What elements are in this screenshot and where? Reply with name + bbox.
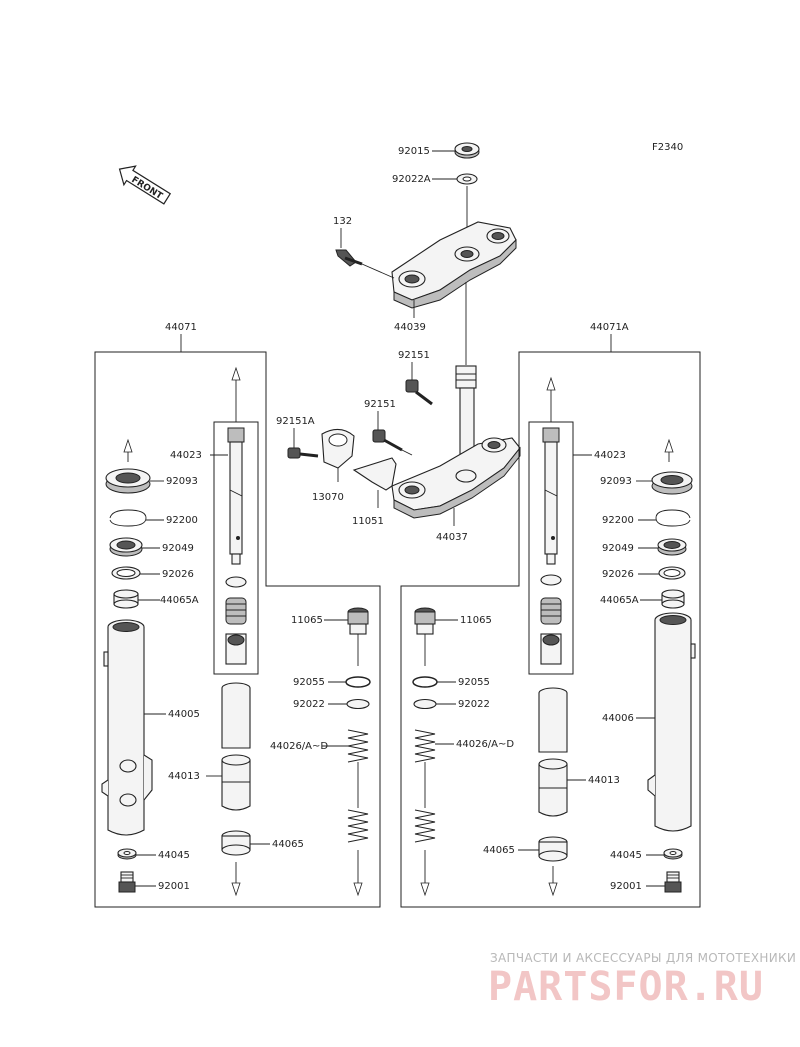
label-44005: 44005 <box>168 709 200 720</box>
upper-bracket-44039 <box>391 221 517 309</box>
label-11051: 11051 <box>352 516 384 527</box>
inner-tube-44013-right <box>538 687 568 817</box>
bolt-132 <box>335 228 395 279</box>
label-44013-right: 44013 <box>588 775 620 786</box>
frame-left-fork <box>94 351 381 908</box>
circlip-92200-left <box>109 509 147 527</box>
label-92015: 92015 <box>398 146 430 157</box>
front-arrow-icon: FRONT <box>118 165 172 205</box>
outer-tube-44006 <box>647 612 696 832</box>
cap-11065-right <box>414 607 436 666</box>
washer-92022-right <box>413 698 437 710</box>
label-44026-right: 44026/A~D <box>456 739 514 750</box>
washer-44045-left <box>117 848 137 860</box>
spring-guide-left <box>225 576 247 665</box>
label-92001-right: 92001 <box>610 881 642 892</box>
bolt-92001-right <box>664 871 682 893</box>
label-92055-left: 92055 <box>293 677 325 688</box>
label-92093-right: 92093 <box>600 476 632 487</box>
label-92001-left: 92001 <box>158 881 190 892</box>
oil-seal-92049-left <box>109 537 143 557</box>
watermark-logo: PARTSFOR.RU <box>488 964 764 1010</box>
label-44006: 44006 <box>602 713 634 724</box>
label-44045-left: 44045 <box>158 850 190 861</box>
label-44026-left: 44026/A~D <box>270 741 328 752</box>
outer-tube-44005 <box>101 619 153 836</box>
label-44065-right: 44065 <box>483 845 515 856</box>
clamp-13070 <box>321 428 355 469</box>
label-92026-right: 92026 <box>602 569 634 580</box>
label-92151A: 92151A <box>276 416 315 427</box>
label-132: 132 <box>333 216 352 227</box>
o-ring-92055-left <box>345 676 371 688</box>
label-44013-left: 44013 <box>168 771 200 782</box>
label-92151-top: 92151 <box>398 350 430 361</box>
piston-rod-44023-left <box>227 427 245 565</box>
label-44071: 44071 <box>165 322 197 333</box>
bushing-44065-left <box>221 830 251 856</box>
label-44065A-left: 44065A <box>160 595 199 606</box>
label-92151-mid: 92151 <box>364 399 396 410</box>
oil-seal-92049-right <box>657 538 687 556</box>
circlip-92200-right <box>655 509 691 527</box>
label-92200-left: 92200 <box>166 515 198 526</box>
label-92049-right: 92049 <box>602 543 634 554</box>
piston-rod-44023-right <box>542 427 560 565</box>
inner-tube-44013-left <box>221 682 251 811</box>
spring-guide-right <box>540 574 562 665</box>
bolt-92151-mid <box>372 429 413 456</box>
washer-92022-left <box>346 698 370 710</box>
label-13070: 13070 <box>312 492 344 503</box>
bushing-44065-right <box>538 836 568 862</box>
label-92022-right: 92022 <box>458 699 490 710</box>
bushing-44065A-right <box>661 589 685 609</box>
spring-44026-left <box>347 729 369 843</box>
bushing-44065A-left <box>113 589 139 609</box>
label-92049-left: 92049 <box>162 543 194 554</box>
cap-11065-left <box>347 607 369 666</box>
washer-44045-right <box>663 848 683 860</box>
dust-seal-92093-left <box>105 468 151 494</box>
washer-92022A <box>456 173 478 185</box>
label-44065A-right: 44065A <box>600 595 639 606</box>
bolt-92001-left <box>118 871 136 893</box>
label-44071A: 44071A <box>590 322 629 333</box>
frame-right-fork <box>400 351 701 908</box>
label-44037: 44037 <box>436 532 468 543</box>
spring-44026-right <box>414 729 436 843</box>
label-11065-left: 11065 <box>291 615 323 626</box>
washer-92026-right <box>658 566 686 580</box>
dust-seal-92093-right <box>651 471 693 495</box>
label-92026-left: 92026 <box>162 569 194 580</box>
label-92200-right: 92200 <box>602 515 634 526</box>
plate-11051 <box>352 457 397 491</box>
washer-92026-left <box>111 566 141 580</box>
watermark-tagline: ЗАПЧАСТИ И АКСЕССУАРЫ ДЛЯ МОТОТЕХНИКИ <box>490 951 796 965</box>
diagram-code: F2340 <box>652 142 683 153</box>
nut-92015 <box>454 142 480 159</box>
label-44039: 44039 <box>394 322 426 333</box>
label-44065-left: 44065 <box>272 839 304 850</box>
label-44045-right: 44045 <box>610 850 642 861</box>
label-92022-left: 92022 <box>293 699 325 710</box>
lower-bracket-44037 <box>391 437 521 519</box>
label-92093-left: 92093 <box>166 476 198 487</box>
label-44023-left: 44023 <box>170 450 202 461</box>
label-92022A: 92022A <box>392 174 431 185</box>
label-11065-right: 11065 <box>460 615 492 626</box>
bolt-92151A <box>287 447 319 459</box>
o-ring-92055-right <box>412 676 438 688</box>
label-92055-right: 92055 <box>458 677 490 688</box>
label-44023-right: 44023 <box>594 450 626 461</box>
bolt-92151-top <box>405 379 433 406</box>
